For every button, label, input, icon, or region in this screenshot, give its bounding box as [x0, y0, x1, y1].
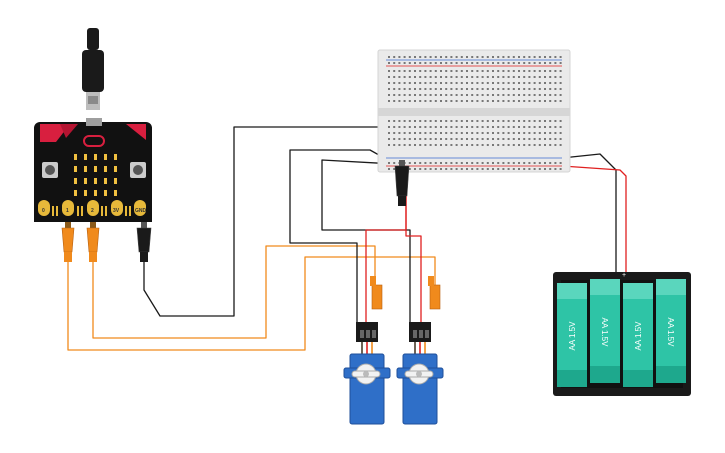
- battery-cell-3: AA 1.5V: [623, 283, 653, 387]
- clip-black-gnd: [136, 222, 152, 262]
- battery-plus-mark: +: [622, 272, 626, 279]
- battery-pack: + AA 1.5V AA 1.5V AA 1.5V AA 1.5V: [553, 272, 691, 396]
- pin-label-1: 1: [66, 208, 69, 214]
- battery-cell-4-label: AA 1.5V: [666, 318, 675, 348]
- wire-orange-pin1: [67, 256, 436, 351]
- button-b[interactable]: [130, 162, 146, 178]
- pin-label-2: 2: [91, 208, 94, 214]
- battery-cell-2: AA 1.5V: [590, 279, 620, 383]
- microbit-logo-icon: [83, 135, 105, 147]
- led-matrix: [74, 154, 117, 196]
- pin-label-3v: 3V: [113, 208, 120, 214]
- pin-label-gnd: GND: [135, 208, 147, 214]
- pin-label-0: 0: [42, 208, 45, 214]
- breadboard: [377, 49, 571, 173]
- wire-red-battery: [561, 165, 627, 272]
- wire-black-battery: [561, 153, 617, 272]
- usb-cable: [82, 28, 104, 110]
- wire-red-right-servo: [405, 164, 422, 322]
- servo-left: [343, 276, 391, 425]
- breadboard-holes: [388, 56, 562, 170]
- clip-orange-pin2: [86, 222, 100, 262]
- wire-orange-pin2: [92, 245, 376, 339]
- battery-cell-1-label: AA 1.5V: [568, 321, 577, 351]
- clip-black-breadboard: [394, 160, 410, 206]
- servo-right: [396, 276, 444, 425]
- wire-black-right-servo: [321, 159, 411, 322]
- button-a[interactable]: [42, 162, 58, 178]
- battery-cell-2-label: AA 1.5V: [600, 318, 609, 348]
- wire-black-gnd: [143, 126, 402, 317]
- wire-black-left-servo: [289, 149, 396, 322]
- alligator-clips-microbit: [61, 222, 152, 262]
- clip-orange-pin1: [61, 222, 75, 262]
- battery-cell-1: AA 1.5V: [557, 283, 587, 387]
- microbit-board: 0 1 2 3V GND: [34, 118, 152, 222]
- edge-pads: [38, 200, 146, 216]
- battery-cell-4: AA 1.5V: [656, 279, 686, 383]
- battery-cell-3-label: AA 1.5V: [634, 321, 643, 351]
